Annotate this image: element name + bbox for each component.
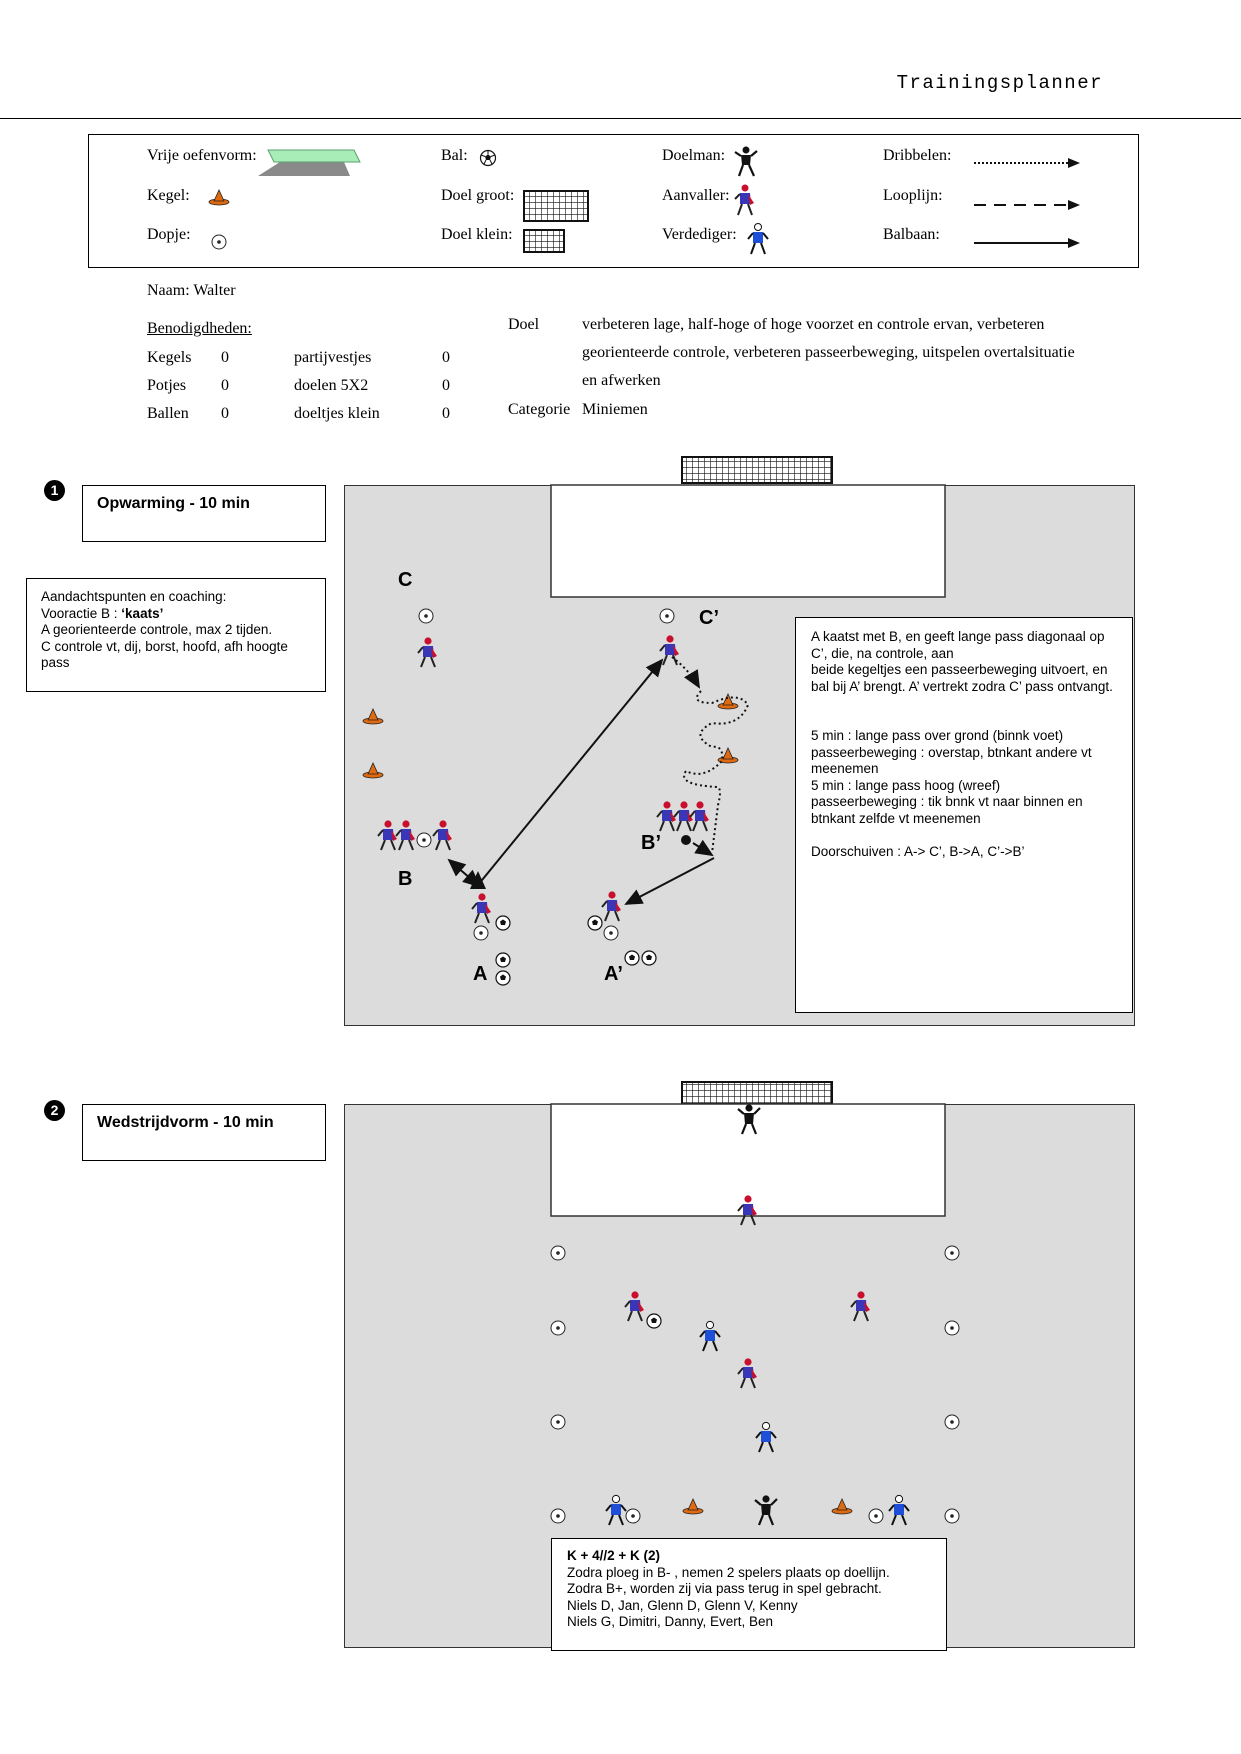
legend-looplijn-label: Looplijn:	[883, 187, 943, 204]
legend-doelman-label: Doelman:	[662, 147, 726, 164]
legend-vrije-oefenvorm-label: Vrije oefenvorm:	[147, 147, 257, 164]
free-form-icon	[258, 149, 361, 176]
drill-number-badge: 1	[44, 480, 65, 501]
drill1-title: Opwarming - 10 min	[82, 485, 326, 542]
material-label: partijvestjes	[294, 349, 372, 366]
page-title: Trainingsplanner	[896, 72, 1103, 94]
drill-number-badge: 2	[44, 1100, 65, 1121]
material-value: 0	[442, 405, 450, 422]
drill1-label-a: A	[473, 963, 488, 985]
marker-disc-icon	[211, 234, 227, 250]
material-label: Kegels	[147, 349, 192, 366]
coaching-keyword: ‘kaats’	[121, 605, 164, 621]
legend-verdediger-label: Verdediger:	[662, 226, 737, 243]
legend-box	[88, 134, 1139, 268]
material-value: 0	[442, 377, 450, 394]
legend-dribbelen-label: Dribbelen:	[883, 147, 952, 164]
drill1-diagram	[362, 456, 946, 986]
goalkeeper-icon	[734, 146, 758, 177]
drill2-description-text: Zodra ploeg in B- , nemen 2 spelers plaa…	[567, 1564, 890, 1630]
drill2-diagram	[550, 1081, 960, 1527]
small-goal-icon	[523, 229, 565, 253]
doel-line: georienteerde controle, verbeteren passe…	[582, 344, 1075, 361]
trainer-name: Naam: Walter	[147, 282, 236, 299]
drill1-label-a-prime: A’	[604, 963, 623, 985]
benodigdheden-heading: Benodigdheden:	[147, 320, 252, 337]
legend-balbaan-label: Balbaan:	[883, 226, 940, 243]
material-label: Ballen	[147, 405, 189, 422]
drill2-description-title: K + 4//2 + K (2)	[567, 1548, 661, 1563]
material-label: doeltjes klein	[294, 405, 380, 422]
legend-bal-label: Bal:	[441, 147, 468, 164]
large-goal-icon	[523, 190, 589, 222]
header-divider	[0, 118, 1241, 119]
material-value: 0	[221, 377, 229, 394]
cone-icon	[208, 189, 230, 206]
drill1-label-c: C	[398, 569, 413, 591]
drill1-label-c-prime: C’	[699, 607, 719, 629]
dribble-line-icon	[974, 158, 1080, 168]
doel-label: Doel	[508, 316, 540, 333]
material-value: 0	[221, 349, 229, 366]
ball-icon	[479, 149, 497, 167]
defender-icon	[747, 223, 769, 255]
legend-dopje-label: Dopje:	[147, 226, 191, 243]
legend-aanvaller-label: Aanvaller:	[662, 187, 730, 204]
coaching-line: Aandachtspunten en coaching:	[41, 589, 227, 604]
drill1-description-box: A kaatst met B, en geeft lange pass diag…	[795, 617, 1133, 1013]
drill1-label-b-prime: B’	[641, 832, 661, 854]
coaching-line: Vooractie B :	[41, 605, 122, 621]
doel-line: en afwerken	[582, 372, 661, 389]
material-value: 0	[221, 405, 229, 422]
coaching-line: A georienteerde controle, max 2 tijden.	[41, 622, 273, 637]
coaching-line: C controle vt, dij, borst, hoofd, afh ho…	[41, 638, 288, 671]
attacker-icon	[734, 184, 754, 216]
drill2-title: Wedstrijdvorm - 10 min	[82, 1104, 326, 1161]
legend-kegel-label: Kegel:	[147, 187, 190, 204]
drill1-label-b: B	[398, 868, 413, 890]
categorie-label: Categorie	[508, 401, 571, 418]
legend-doel-klein-label: Doel klein:	[441, 226, 513, 243]
drill1-coaching-box: Aandachtspunten en coaching: Vooractie B…	[26, 578, 326, 692]
ball-path-icon	[974, 238, 1080, 248]
doel-line: verbeteren lage, half-hoge of hoge voorz…	[582, 316, 1045, 333]
material-label: doelen 5X2	[294, 377, 369, 394]
run-line-icon	[974, 200, 1080, 210]
legend-doel-groot-label: Doel groot:	[441, 187, 515, 204]
categorie-value: Miniemen	[582, 401, 648, 418]
material-value: 0	[442, 349, 450, 366]
material-label: Potjes	[147, 377, 187, 394]
drill2-description-box: K + 4//2 + K (2) Zodra ploeg in B- , nem…	[551, 1538, 947, 1651]
